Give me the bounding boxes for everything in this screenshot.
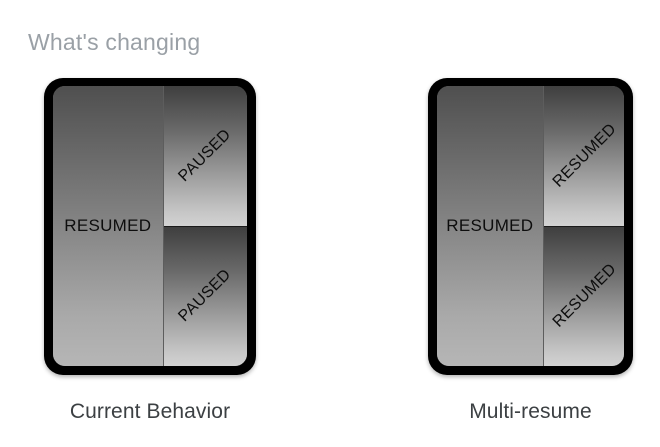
pane-label: RESUMED — [446, 216, 534, 235]
pane-left-main[interactable]: RESUMED — [437, 86, 543, 366]
device-screen: RESUMED RESUMED RESUMED — [437, 86, 624, 366]
pane-left-main[interactable]: RESUMED — [53, 86, 163, 366]
pane-label: PAUSED — [175, 266, 235, 326]
device-screen: RESUMED PAUSED PAUSED — [53, 86, 247, 366]
device-frame: RESUMED RESUMED RESUMED — [428, 78, 633, 375]
pane-stack: RESUMED RESUMED — [542, 86, 624, 366]
pane-right-bottom[interactable]: RESUMED — [543, 225, 624, 366]
device-frame: RESUMED PAUSED PAUSED — [44, 78, 256, 375]
pane-right-bottom[interactable]: PAUSED — [163, 225, 247, 366]
device-multi-resume: RESUMED RESUMED RESUMED — [428, 78, 633, 375]
device-current-behavior: RESUMED PAUSED PAUSED — [44, 78, 256, 375]
pane-label: RESUMED — [64, 216, 152, 235]
pane-label: PAUSED — [175, 125, 235, 185]
caption-multi-resume: Multi-resume — [469, 400, 592, 423]
caption-current-behavior: Current Behavior — [69, 400, 231, 423]
pane-right-top[interactable]: RESUMED — [543, 86, 624, 226]
page-title: What's changing — [28, 29, 201, 56]
pane-label: RESUMED — [549, 120, 620, 191]
pane-label: RESUMED — [549, 260, 620, 331]
pane-right-top[interactable]: PAUSED — [163, 86, 247, 226]
pane-stack: PAUSED PAUSED — [162, 86, 247, 366]
